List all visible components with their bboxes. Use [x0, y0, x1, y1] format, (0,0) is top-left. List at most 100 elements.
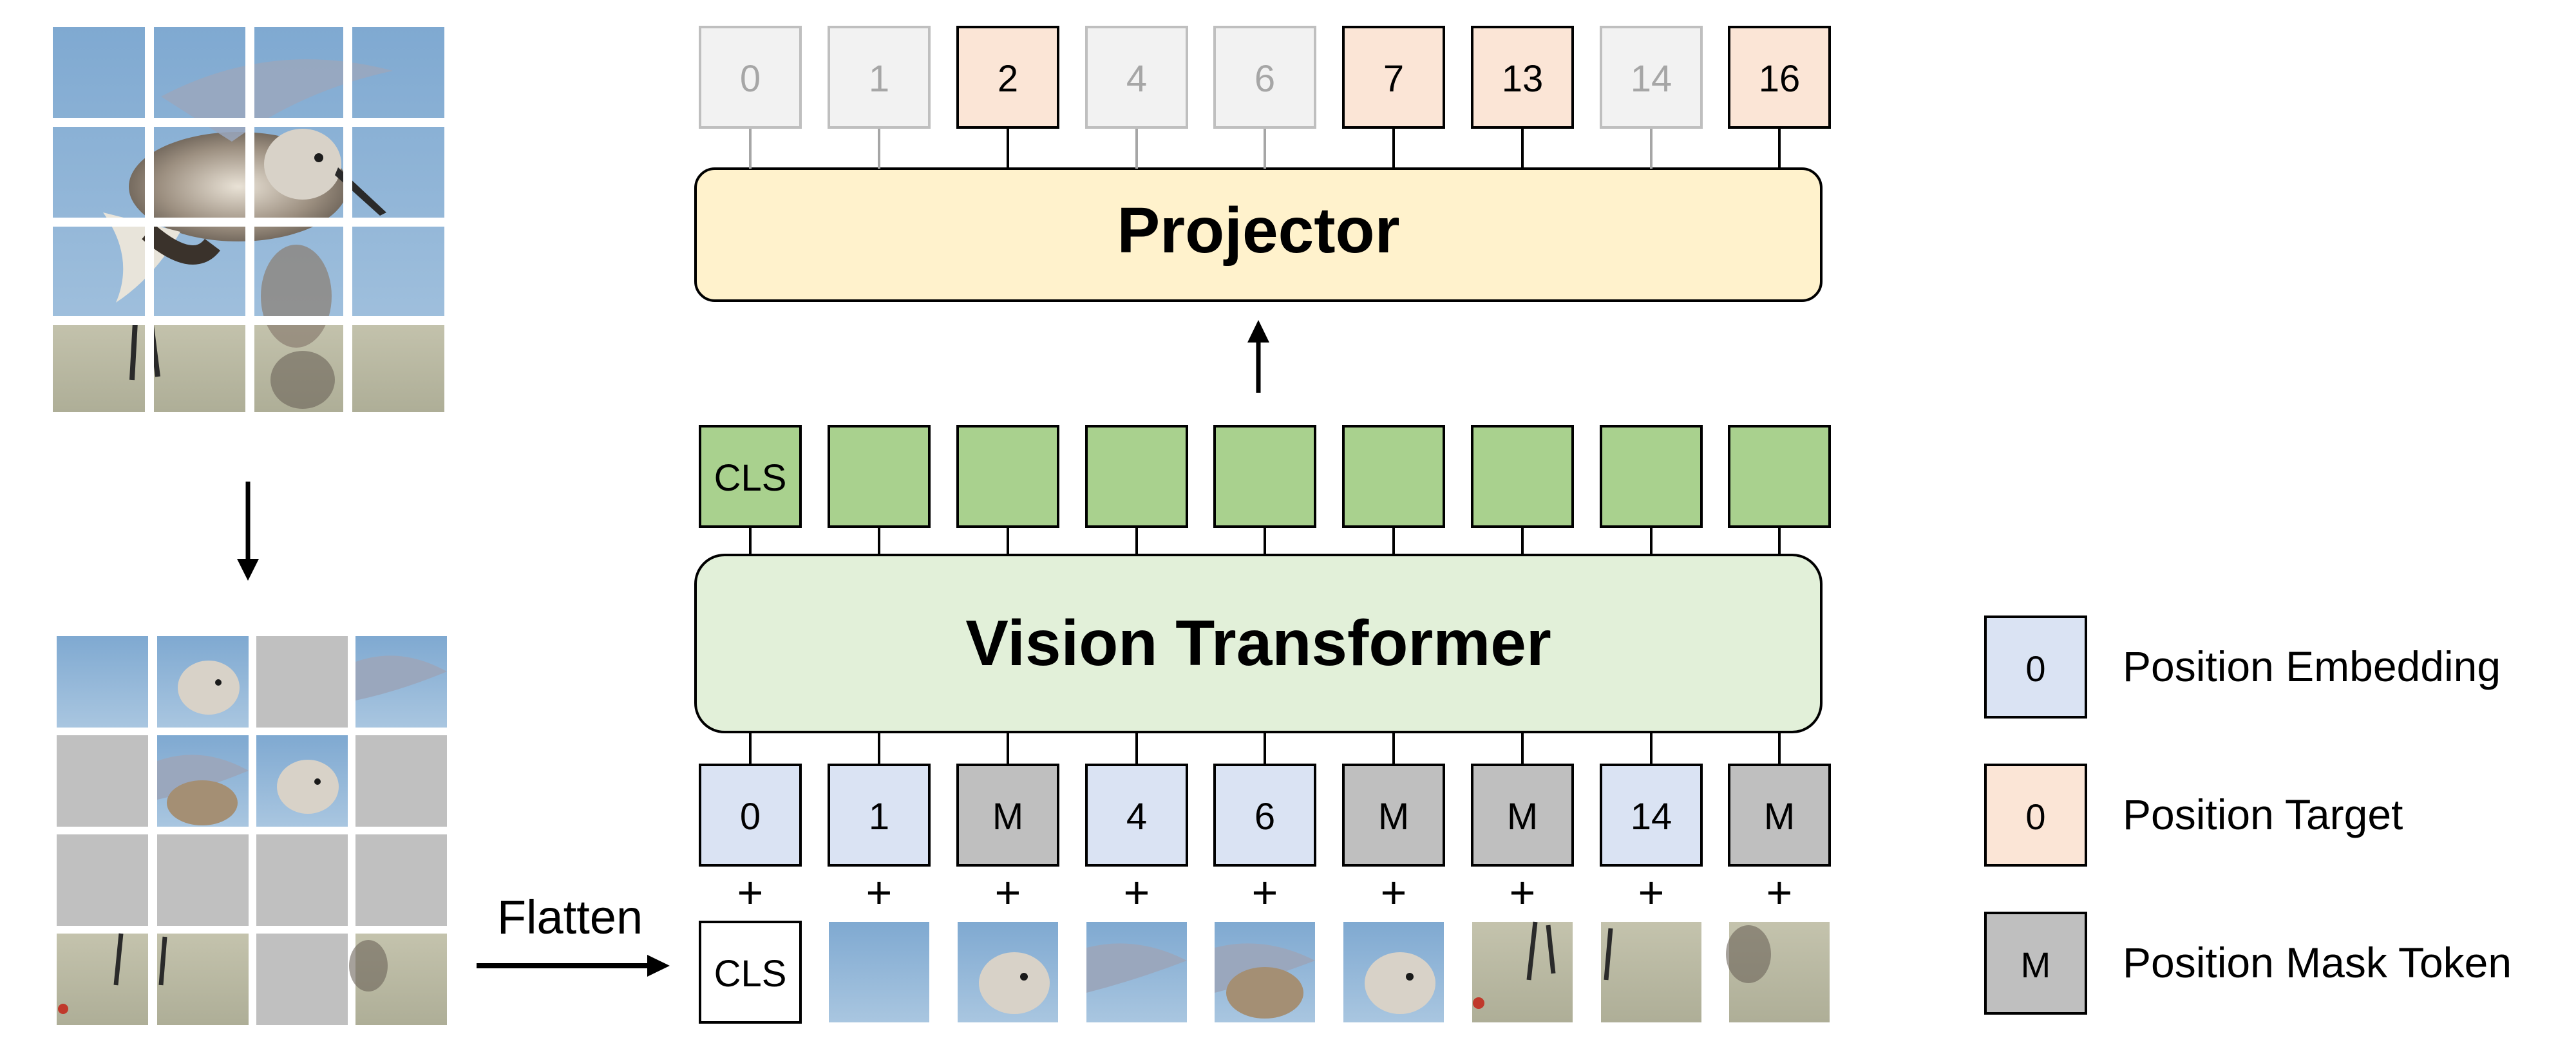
visible-patch [256, 735, 348, 827]
visible-patch [349, 934, 447, 1025]
vision-transformer-block [694, 554, 1823, 733]
position-embedding-token-box [1085, 764, 1188, 867]
legend-swatch [1984, 615, 2087, 719]
feature-token-box [1728, 425, 1831, 528]
feature-token-box [1342, 425, 1445, 528]
output-target-token-box [1728, 26, 1831, 129]
position-embedding-token-label: 4 [1126, 796, 1147, 838]
patch-wing [1086, 943, 1187, 993]
position-embedding-token: 1 [828, 764, 931, 867]
legend-swatch-label: M [2021, 944, 2051, 985]
legend-text: Position Mask Token [2123, 939, 2512, 986]
plus-sign: + [995, 867, 1021, 917]
output-target-token: 7 [1342, 26, 1445, 129]
masked-patch [57, 834, 148, 926]
patch-bird-eye [1020, 973, 1028, 981]
feature-token-box [1600, 425, 1703, 528]
feature-token [1728, 425, 1831, 528]
position-embedding-token-box [699, 764, 802, 867]
output-target-token-label: 16 [1759, 58, 1801, 100]
patch-bird-eye [1406, 973, 1414, 981]
patch-background [157, 934, 249, 1025]
visible-patch [157, 735, 249, 827]
plus-sign: + [1381, 867, 1407, 917]
mask-token-box [1342, 764, 1445, 867]
blurred-bird-shape [261, 245, 332, 348]
output-target-token-label: 7 [1383, 58, 1404, 100]
position-embedding-token-box [1213, 764, 1316, 867]
feature-token [1213, 425, 1316, 528]
visible-patch [157, 934, 249, 1025]
plus-signs: +++++++++ [737, 867, 1793, 917]
legend-item-mask: M Position Mask Token [1984, 912, 2512, 1015]
downsample-arrow [237, 482, 259, 581]
bird-eye-shape [314, 153, 323, 162]
image-patch [829, 922, 929, 1022]
output-target-token-box [1342, 26, 1445, 129]
masked-patch [256, 934, 348, 1025]
flattened-patch-row: CLS [699, 921, 1830, 1024]
plus-sign: + [1124, 867, 1150, 917]
up-arrow [1247, 320, 1269, 393]
projector-block [694, 167, 1823, 302]
output-target-token: 2 [956, 26, 1059, 129]
output-feature-tokens: CLS [699, 425, 1831, 528]
plus-sign: + [1638, 867, 1665, 917]
plus-sign: + [866, 867, 893, 917]
legend-item-target: 0 Position Target [1984, 764, 2403, 867]
flatten-arrow [477, 955, 670, 977]
position-embedding-token-box [828, 764, 931, 867]
mask-token-box [956, 764, 1059, 867]
output-target-token-box [1471, 26, 1574, 129]
flatten-label: Flatten [497, 890, 643, 944]
visible-patch [157, 636, 249, 728]
patch-bird-eye [314, 778, 321, 785]
legend-swatch-label: 0 [2025, 648, 2045, 689]
patch-watermark-logo [58, 1004, 68, 1014]
patch-blurred-bird [349, 940, 388, 991]
position-embedding-token: 0 [699, 764, 802, 867]
legend-text: Position Target [2123, 791, 2403, 838]
output-target-token-box [1600, 26, 1703, 129]
output-target-token-label: 4 [1126, 58, 1147, 100]
patch-bird-head [1365, 952, 1435, 1014]
output-target-token: 4 [1085, 26, 1188, 129]
patch-bird-leg [113, 933, 124, 986]
masked-patch [355, 834, 447, 926]
cls-patch-token-label: CLS [714, 953, 787, 995]
output-target-token-label: 6 [1255, 58, 1275, 100]
image-patch [1726, 922, 1830, 1022]
feature-token [828, 425, 931, 528]
mask-token-label: M [1764, 796, 1795, 838]
patch-background [1472, 922, 1573, 1022]
position-embedding-token-box [1600, 764, 1703, 867]
patch-bird-leg [1604, 928, 1613, 981]
mask-token-label: M [1507, 796, 1538, 838]
position-embedding-token-label: 6 [1255, 796, 1275, 838]
position-embedding-token: 4 [1085, 764, 1188, 867]
cls-patch-token-box [699, 921, 802, 1024]
feature-token-box [1213, 425, 1316, 528]
position-embedding-token-label: 14 [1631, 796, 1672, 838]
feature-token [1471, 425, 1574, 528]
mask-token-box [1471, 764, 1574, 867]
legend-item-embedding: 0 Position Embedding [1984, 615, 2501, 719]
legend-swatch-label: 0 [2025, 796, 2045, 837]
mask-token: M [1728, 764, 1831, 867]
feature-token-box [828, 425, 931, 528]
projector-label: Projector [1117, 194, 1399, 267]
patch-watermark-logo [1473, 997, 1484, 1009]
output-target-token-box [828, 26, 931, 129]
output-target-token: 13 [1471, 26, 1574, 129]
legend-text: Position Embedding [2123, 643, 2501, 690]
image-patch [1472, 921, 1573, 1022]
masked-patch [157, 834, 249, 926]
mask-token-label: M [1378, 796, 1409, 838]
output-target-token-label: 2 [998, 58, 1018, 100]
visible-patch [57, 933, 148, 1025]
masked-patch [256, 636, 348, 728]
feature-token [1085, 425, 1188, 528]
